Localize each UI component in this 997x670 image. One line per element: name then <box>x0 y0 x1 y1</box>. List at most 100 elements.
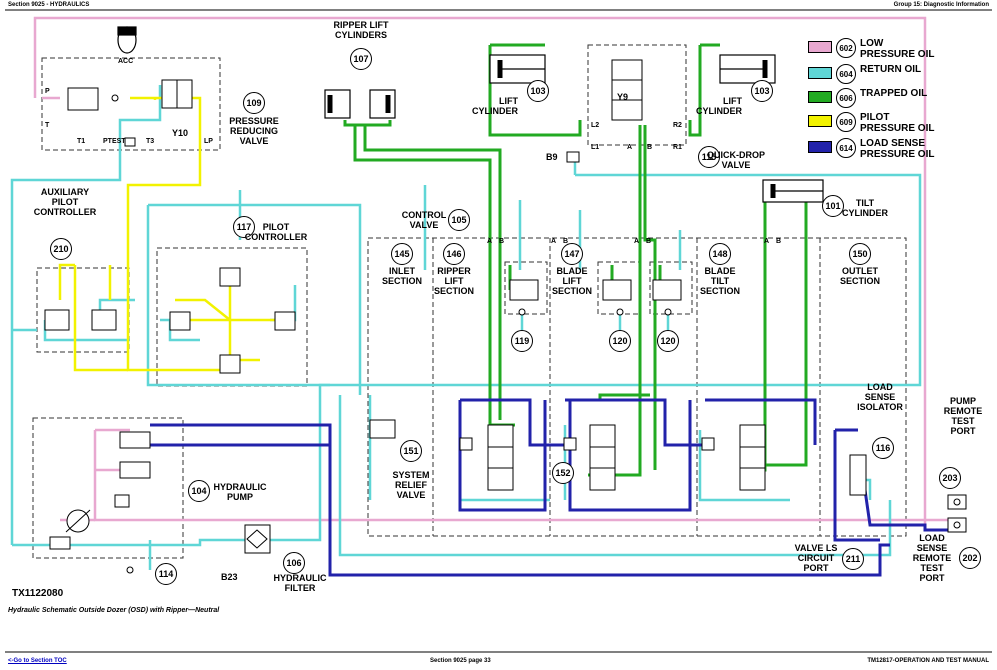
port-label-a: A <box>627 144 633 151</box>
port-label-y10: Y10 <box>172 128 189 138</box>
label-line: HYDRAULIC <box>273 573 327 583</box>
label-line: REMOTE <box>943 406 983 416</box>
port-label-t1: T1 <box>77 138 86 145</box>
callout-106: 106 <box>283 552 305 574</box>
legend-label: TRAPPED OIL <box>860 88 927 99</box>
port-label-l1: L1 <box>591 144 600 151</box>
label-line: RIPPER LIFT <box>333 20 389 30</box>
label-line: TEST <box>920 563 944 573</box>
label-line: LIFT <box>723 96 742 106</box>
callout-104: 104 <box>188 480 210 502</box>
label-line: INLET <box>388 266 415 276</box>
label-line: REMOTE <box>912 553 952 563</box>
port-label-y9: Y9 <box>617 92 629 102</box>
callout-152: 152 <box>552 462 574 484</box>
label-line: SECTION <box>551 286 593 296</box>
legend-swatch <box>808 115 832 127</box>
port-label-ptest: PTEST <box>103 138 126 145</box>
label-line: VALVE <box>239 136 269 146</box>
label-line: ISOLATOR <box>857 402 903 412</box>
label-line: HYDRAULIC <box>213 482 267 492</box>
port-label-p: P <box>45 88 50 95</box>
legend-label-line: TRAPPED OIL <box>860 88 928 99</box>
callout-202: 202 <box>959 547 981 569</box>
legend-label-line: PRESSURE OIL <box>860 123 935 134</box>
port-label-b9: B9 <box>546 152 558 162</box>
low-pressure-oil-lines <box>33 16 960 525</box>
section-toc-link[interactable]: <-Go to Section TOC <box>8 658 67 664</box>
callout-107: 107 <box>350 48 372 70</box>
label-line: CONTROL <box>401 210 447 220</box>
label-line: CONTROLLER <box>33 207 97 217</box>
callout-150: 150 <box>849 243 871 265</box>
port-label-a: A <box>634 238 640 245</box>
label-line: BLADE <box>704 266 736 276</box>
legend-number: 606 <box>836 88 856 108</box>
legend-label-line: PRESSURE OIL <box>860 149 935 160</box>
figure-id: TX1122080 <box>12 588 64 599</box>
callout-114: 114 <box>155 563 177 585</box>
label-line: PILOT <box>262 222 290 232</box>
port-label-acc: ACC <box>118 58 134 65</box>
callout-146: 146 <box>443 243 465 265</box>
label-line: SECTION <box>433 286 475 296</box>
legend-swatch <box>808 67 832 79</box>
label-line: PORT <box>803 563 829 573</box>
label-line: TEST <box>951 416 975 426</box>
legend-label-line: RETURN OIL <box>860 64 922 75</box>
load-sense-lines <box>150 398 960 577</box>
label-line: CYLINDER <box>841 208 889 218</box>
legend-swatch <box>808 41 832 53</box>
port-label-b: B <box>776 238 782 245</box>
label-line: RIPPER <box>437 266 471 276</box>
label-line: PORT <box>950 426 976 436</box>
port-label-b: B <box>647 144 653 151</box>
label-line: LIFT <box>562 276 582 286</box>
legend-label-line: PRESSURE OIL <box>860 49 935 60</box>
label-line: REDUCING <box>229 126 279 136</box>
callout-119: 119 <box>511 330 533 352</box>
callout-120: 120 <box>609 330 631 352</box>
label-line: AUXILIARY <box>40 187 90 197</box>
label-line: CYLINDER <box>471 106 518 116</box>
port-label-r2: R2 <box>673 122 682 129</box>
label-line: VALVE <box>396 490 426 500</box>
header-left: Section 9025 - HYDRAULICS <box>8 2 90 8</box>
callout-103: 103 <box>527 80 549 102</box>
callout-151: 151 <box>400 440 422 462</box>
label-line: VALVE <box>409 220 439 230</box>
port-label-b23: B23 <box>221 572 238 582</box>
callout-101: 101 <box>822 195 844 217</box>
label-line: SECTION <box>839 276 881 286</box>
legend-number: 609 <box>836 112 856 132</box>
label-line: PILOT <box>51 197 79 207</box>
port-label-a: A <box>551 238 557 245</box>
label-line: QUICK-DROP <box>707 150 765 160</box>
legend-number: 614 <box>836 138 856 158</box>
label-line: FILTER <box>284 583 316 593</box>
ripper-cylinder-right <box>369 89 396 119</box>
port-label-b: B <box>499 238 505 245</box>
callout-211: 211 <box>842 548 864 570</box>
legend-label-line: PILOT <box>860 112 890 123</box>
